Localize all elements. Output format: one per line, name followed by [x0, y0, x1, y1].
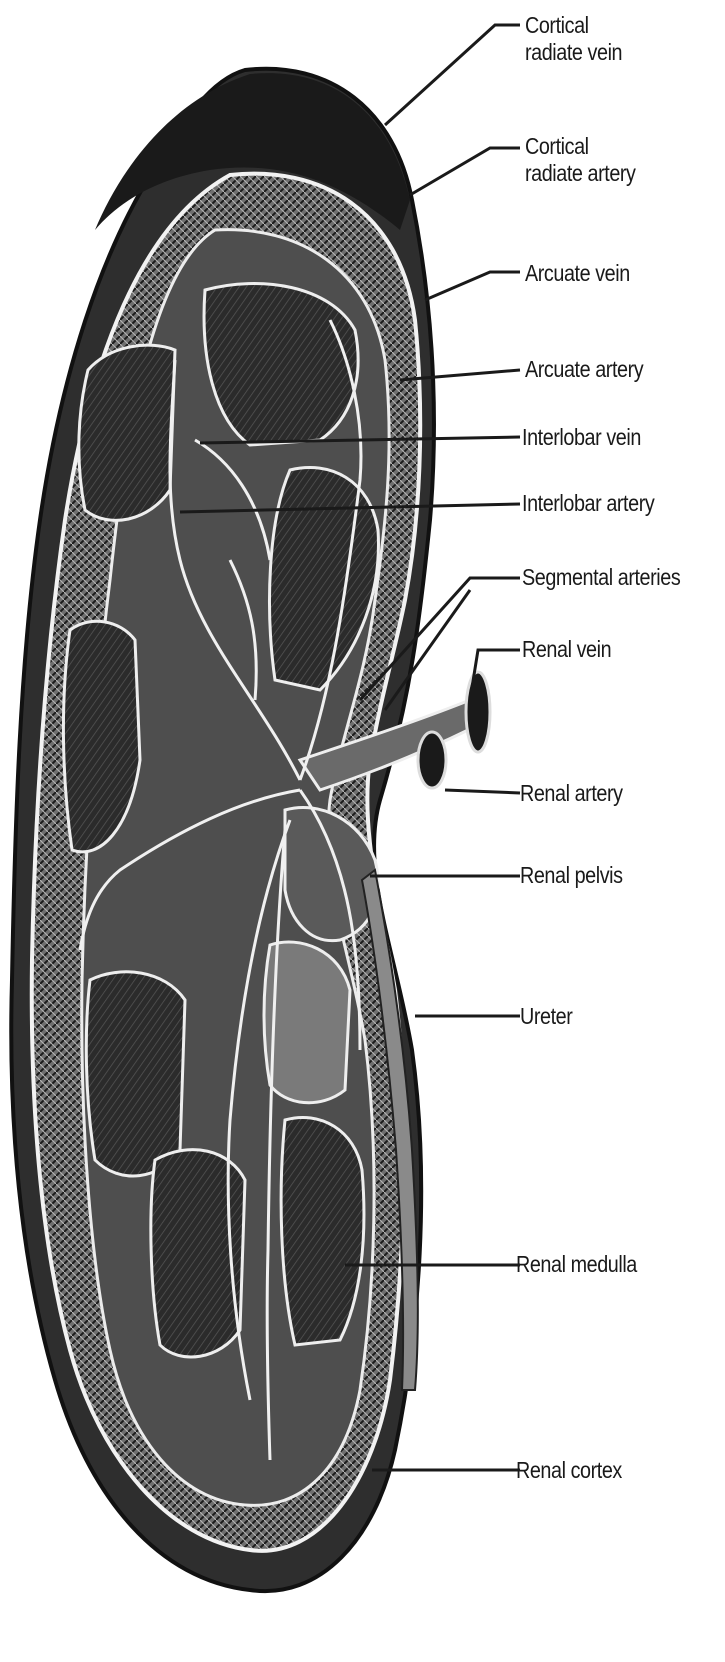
label-arcuate-artery: Arcuate artery	[525, 356, 643, 383]
renal-artery-opening	[418, 732, 446, 788]
pyramid-5	[86, 972, 185, 1176]
label-ureter: Ureter	[520, 1003, 572, 1030]
label-cortical-radiate-vein: Cortical radiate vein	[525, 12, 645, 66]
leader-cortical-radiate-artery	[410, 148, 520, 195]
label-renal-vein: Renal vein	[522, 636, 611, 663]
label-segmental-arteries: Segmental arteries	[522, 564, 680, 591]
label-interlobar-vein: Interlobar vein	[522, 424, 641, 451]
renal-vein-opening	[466, 672, 490, 752]
label-cortical-radiate-artery-text: Cortical radiate artery	[525, 133, 645, 187]
label-renal-medulla: Renal medulla	[516, 1251, 637, 1278]
pyramid-1	[79, 345, 175, 520]
label-cortical-radiate-artery: Cortical radiate artery	[525, 133, 645, 187]
label-renal-pelvis: Renal pelvis	[520, 862, 623, 889]
label-renal-cortex: Renal cortex	[516, 1457, 622, 1484]
leader-renal-artery	[445, 790, 520, 793]
label-cortical-radiate-vein-text: Cortical radiate vein	[525, 12, 645, 66]
leader-arcuate-vein	[425, 272, 520, 300]
label-renal-artery: Renal artery	[520, 780, 623, 807]
pyramid-7	[281, 1117, 364, 1345]
label-arcuate-vein: Arcuate vein	[525, 260, 630, 287]
pyramid-2	[204, 283, 358, 445]
label-interlobar-artery: Interlobar artery	[522, 490, 654, 517]
leader-cortical-radiate-vein	[385, 25, 520, 125]
